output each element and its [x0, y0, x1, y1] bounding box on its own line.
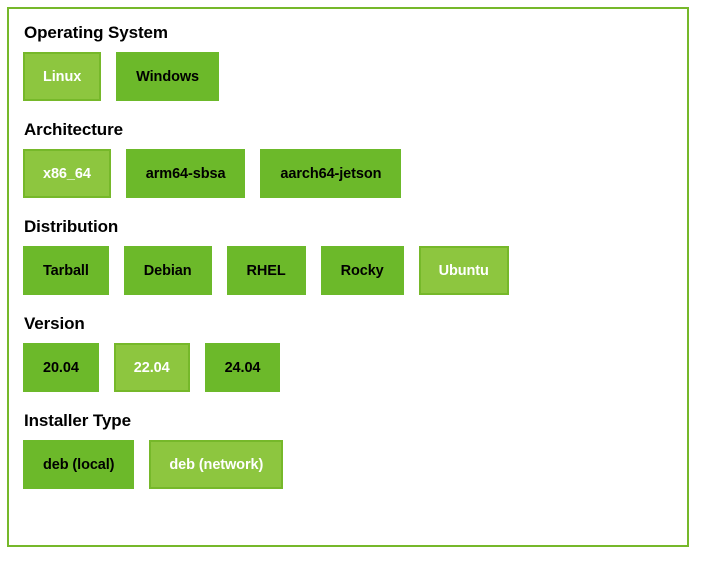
section-architecture: Architecture x86_64 arm64-sbsa aarch64-jets… [23, 120, 687, 198]
section-title-installer_type: Installer Type [24, 411, 131, 430]
section-title-operating_system: Operating System [24, 23, 168, 42]
section-title-distribution: Distribution [24, 217, 119, 236]
option-architecture-x86-64[interactable]: x86_64 [23, 149, 111, 198]
option-architecture-arm64-sbsa[interactable]: arm64-sbsa [125, 149, 246, 198]
option-distribution-rhel[interactable]: RHEL [226, 246, 306, 295]
section-title-architecture: Architecture [24, 120, 123, 139]
option-version-22-04[interactable]: 22.04 [113, 343, 190, 392]
option-installer_type-deb-local[interactable]: deb (local) [23, 440, 135, 489]
option-row-distribution: Tarball Debian RHEL Rocky Ubuntu [23, 246, 687, 295]
option-row-installer_type: deb (local) deb (network) [23, 440, 687, 489]
option-operating_system-windows[interactable]: Windows [116, 52, 219, 101]
option-distribution-rocky[interactable]: Rocky [320, 246, 404, 295]
option-operating_system-linux[interactable]: Linux [23, 52, 102, 101]
section-version: Version 20.04 22.04 24.04 [23, 314, 687, 392]
option-row-operating_system: Linux Windows [23, 52, 687, 101]
section-title-version: Version [24, 314, 85, 333]
option-version-20-04[interactable]: 20.04 [23, 343, 99, 392]
option-row-version: 20.04 22.04 24.04 [23, 343, 687, 392]
option-distribution-ubuntu[interactable]: Ubuntu [418, 246, 509, 295]
option-architecture-aarch64-jetson[interactable]: aarch64-jetson [260, 149, 402, 198]
option-row-architecture: x86_64 arm64-sbsa aarch64-jetson [23, 149, 687, 198]
option-version-24-04[interactable]: 24.04 [204, 343, 281, 392]
option-installer_type-deb-network[interactable]: deb (network) [149, 440, 284, 489]
section-installer_type: Installer Type deb (local) deb (network) [23, 411, 687, 489]
option-distribution-debian[interactable]: Debian [123, 246, 212, 295]
option-distribution-tarball[interactable]: Tarball [23, 246, 109, 295]
